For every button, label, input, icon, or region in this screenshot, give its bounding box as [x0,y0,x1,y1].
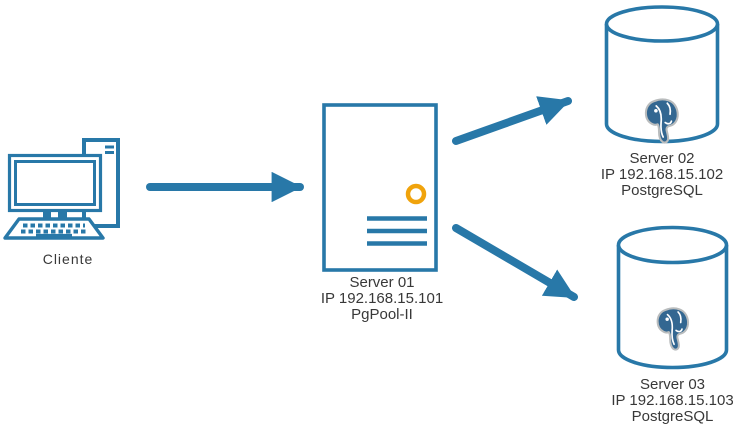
server01-icon [322,103,438,272]
client-label: Cliente [6,251,130,267]
keyboard-icon [3,217,105,240]
server01-software: PgPool-II [351,306,413,323]
server01-ip: IP 192.168.15.101 [320,290,444,307]
cylinder-top [616,225,729,265]
server03-software: PostgreSQL [631,408,714,425]
keyboard-keys [21,223,88,237]
server-indicator-light [405,183,427,205]
server03-label: Server 03 IP 192.168.15.103 PostgreSQL [594,377,751,425]
monitor-icon [7,153,103,219]
server01-name: Server 01 [349,274,415,291]
server02-ip: IP 192.168.15.102 [600,166,724,183]
server02-name: Server 02 [629,150,695,167]
server03-ip: IP 192.168.15.103 [611,392,734,409]
client-computer-icon [3,138,120,240]
client-name: Cliente [42,251,94,267]
arrow-server01-to-server03 [452,224,578,301]
monitor-stand-leg [58,211,67,219]
server02-software: PostgreSQL [621,182,703,199]
cylinder-body [616,245,729,370]
monitor-stand-leg [43,211,51,219]
tower-vent-lines [105,145,114,154]
server02-label: Server 02 IP 192.168.15.102 PostgreSQL [584,151,740,199]
server03-name: Server 03 [639,376,706,393]
server01-label: Server 01 IP 192.168.15.101 PgPool-II [304,275,460,323]
server-slot-lines [367,216,427,246]
database-server03-icon [616,225,729,370]
cylinder-top [604,5,720,43]
arrow-server01-to-server02 [452,96,572,145]
database-server02-icon [604,5,720,144]
